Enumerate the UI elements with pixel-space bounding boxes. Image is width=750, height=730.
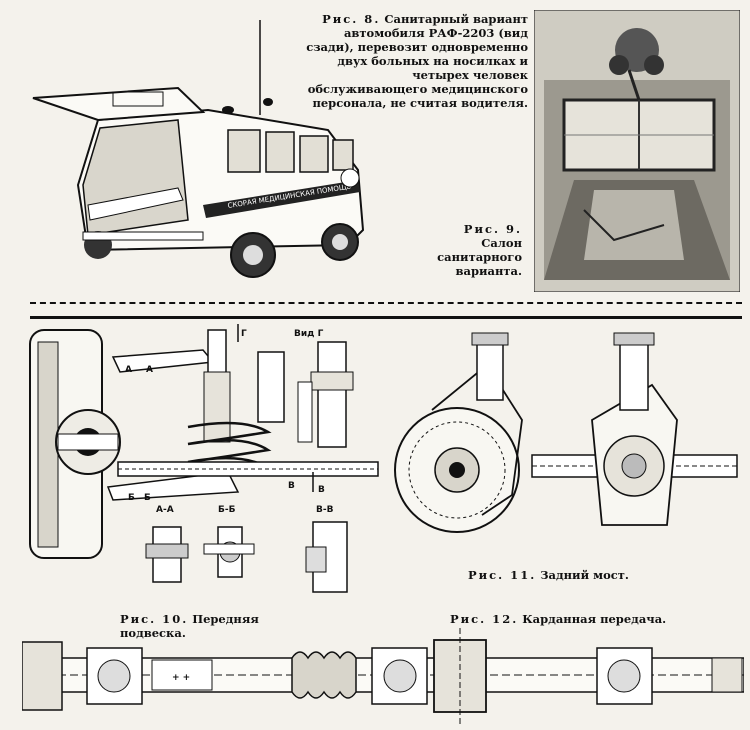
figure-8-prefix: Рис. 8.	[322, 12, 381, 26]
figure-11-text: Задний мост.	[540, 568, 629, 582]
ambulance-drawing: СКОРАЯ МЕДИЦИНСКАЯ ПОМОЩЬ	[32, 20, 365, 278]
figure-10-text: Передняя подвеска.	[120, 612, 259, 640]
figure-9-line2: санитарного	[437, 250, 522, 264]
label-section-bb: Б-Б	[218, 505, 236, 515]
section-vv	[305, 521, 348, 593]
figure-11-drawing	[392, 325, 742, 565]
figure-12-text: Карданная передача.	[522, 612, 667, 626]
figure-11-caption: Рис. 11. Задний мост.	[468, 568, 668, 582]
figure-9-caption: Рис. 9. Салон санитарного варианта.	[410, 222, 522, 278]
figure-12-drawing: + +	[22, 628, 744, 726]
section-bb	[203, 526, 255, 578]
label-section-vv: В-В	[316, 505, 334, 515]
label-v1: В	[288, 481, 295, 491]
figure-8-caption: Рис. 8. Санитарный вариант автомобиля РА…	[298, 12, 528, 110]
figure-9-prefix: Рис. 9.	[463, 222, 522, 236]
figure-12-prefix: Рис. 12.	[450, 612, 519, 626]
label-v2: В	[318, 485, 325, 495]
separator-rule-solid	[30, 316, 742, 319]
svg-text:+ +: + +	[172, 673, 190, 683]
label-g: Г	[241, 329, 247, 339]
section-aa	[145, 526, 189, 583]
figure-10-caption: Рис. 10. Передняя подвеска.	[120, 612, 320, 640]
figure-10-prefix: Рис. 10.	[120, 612, 189, 626]
figure-10-drawing: А А Г Вид Г Б Б В В А-А Б-Б В-В	[28, 322, 388, 612]
figure-12-caption: Рис. 12. Карданная передача.	[450, 612, 670, 626]
figure-9-photo	[534, 10, 740, 292]
label-b2: Б	[144, 493, 151, 503]
label-section-aa: А-А	[156, 505, 174, 515]
figure-9-line1: Салон	[481, 236, 522, 250]
figure-8-illustration: СКОРАЯ МЕДИЦИНСКАЯ ПОМОЩЬ	[28, 20, 368, 290]
figure-11-prefix: Рис. 11.	[468, 568, 537, 582]
label-view-g: Вид Г	[294, 329, 324, 339]
separator-rule	[30, 302, 742, 304]
figure-8-text: Санитарный вариант автомобиля РАФ-2203 (…	[306, 12, 528, 110]
figure-9-line3: варианта.	[455, 264, 522, 278]
label-b1: Б	[128, 493, 135, 503]
label-a2: А	[146, 365, 153, 375]
label-a1: А	[125, 365, 132, 375]
